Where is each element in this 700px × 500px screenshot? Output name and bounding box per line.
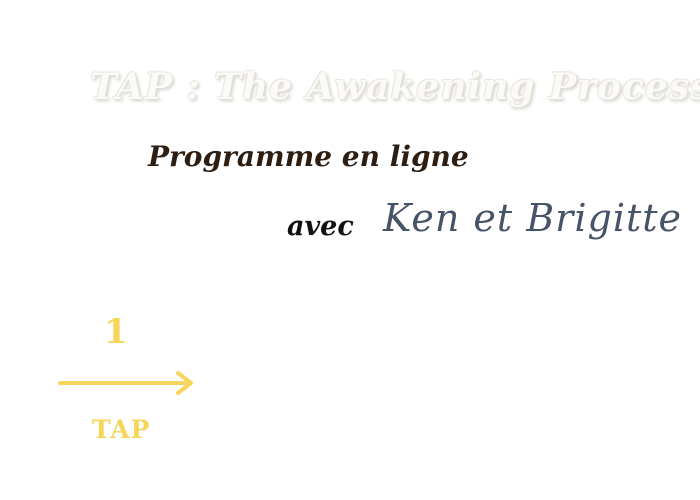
with-label: avec <box>287 211 354 242</box>
step-number: 1 <box>104 312 128 352</box>
step-label: TAP <box>92 415 151 444</box>
program-subtitle: Programme en ligne <box>148 140 469 173</box>
page-title: TAP : The Awakening Process <box>90 66 700 108</box>
arrow-right-icon <box>58 371 193 395</box>
presenters-name: Ken et Brigitte <box>383 196 682 240</box>
